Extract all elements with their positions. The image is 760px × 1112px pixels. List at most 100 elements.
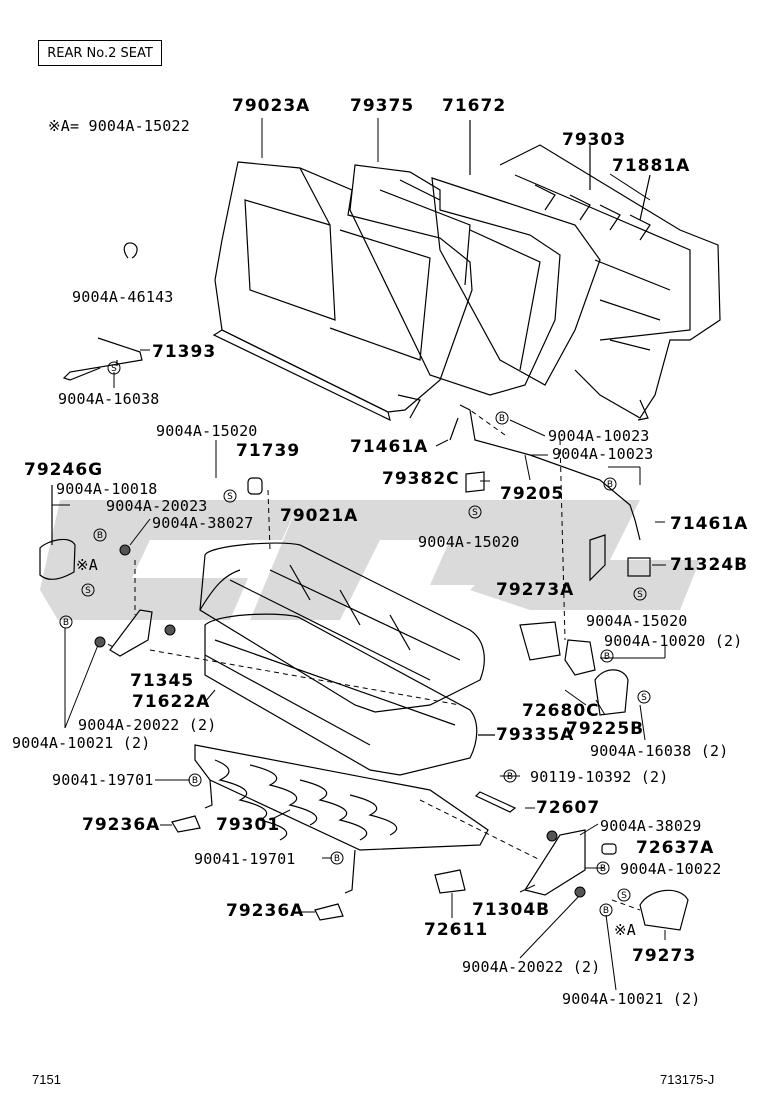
part-label-9004A-10021-a: 9004A-10021 (2)	[12, 734, 151, 752]
diagram-title-box: REAR No.2 SEAT	[38, 40, 162, 66]
cover-79225B	[594, 669, 629, 716]
part-label-9004A-15020-b: 9004A-15020	[418, 533, 520, 551]
bolt-72637A	[601, 843, 617, 855]
part-label-79246G: 79246G	[24, 460, 104, 480]
lock-rod-79205	[449, 404, 641, 541]
svg-text:B: B	[334, 854, 340, 864]
cap-71739	[247, 477, 263, 495]
part-label-71881A: 71881A	[612, 156, 691, 176]
svg-text:B: B	[604, 652, 610, 662]
part-label-71672: 71672	[442, 96, 507, 116]
svg-text:B: B	[499, 414, 505, 424]
part-label-79273A: 79273A	[496, 580, 575, 600]
part-label-9004A-10022: 9004A-10022	[620, 860, 722, 878]
part-label-79335A: 79335A	[496, 725, 575, 745]
part-label-79236A-upper: 79236A	[82, 815, 161, 835]
part-label-79375: 79375	[350, 96, 415, 116]
part-label-71324B: 71324B	[670, 555, 749, 575]
part-label-71304B: 71304B	[472, 900, 551, 920]
bracket-71393	[62, 337, 143, 381]
part-label-79205: 79205	[500, 484, 565, 504]
part-label-79303: 79303	[562, 130, 627, 150]
seatback-pad-79375	[349, 164, 561, 396]
cover-79273A	[519, 621, 561, 661]
svg-text:B: B	[603, 906, 609, 916]
part-label-9004A-10018: 9004A-10018	[56, 480, 158, 498]
part-label-79236A-lower: 79236A	[226, 901, 305, 921]
part-label-71393: 71393	[152, 342, 217, 362]
svg-text:B: B	[63, 618, 69, 628]
bumper-79382C	[465, 471, 485, 493]
part-label-90119-10392: 90119-10392 (2)	[530, 768, 669, 786]
cover-79273	[639, 889, 689, 931]
svg-text:S: S	[621, 891, 627, 901]
part-label-72607: 72607	[536, 798, 601, 818]
foot-79236A-lower	[314, 903, 344, 921]
part-label-79023A: 79023A	[232, 96, 311, 116]
part-label-71461A-upper: 71461A	[350, 437, 429, 457]
leader-lines	[52, 118, 666, 991]
part-label-9004A-10020: 9004A-10020 (2)	[604, 632, 743, 650]
part-label-9004A-20023: 9004A-20023	[106, 497, 208, 515]
svg-text:B: B	[600, 864, 606, 874]
hinge-right-71304B	[524, 829, 586, 896]
part-label-79225B: 79225B	[566, 719, 645, 739]
lock-72680C	[564, 534, 606, 676]
svg-text:B: B	[607, 480, 613, 490]
watermark	[40, 500, 700, 620]
svg-text:S: S	[641, 693, 647, 703]
part-label-9004A-20022-a: 9004A-20022 (2)	[78, 716, 217, 734]
footer-page-number: 7151	[32, 1072, 61, 1087]
part-label-9004A-15020-a: 9004A-15020	[156, 422, 258, 440]
svg-text:B: B	[507, 772, 513, 782]
foot-79236A-upper	[171, 815, 201, 833]
board-71672	[431, 120, 601, 386]
svg-text:B: B	[192, 776, 198, 786]
seat-cushion-cover-79021A	[199, 542, 485, 713]
part-label-71739: 71739	[236, 441, 301, 461]
part-label-71622A: 71622A	[132, 692, 211, 712]
svg-text:S: S	[111, 364, 117, 374]
part-label-9004A-16038: 9004A-16038	[58, 390, 160, 408]
note-a: ※A= 9004A-15022	[48, 117, 190, 135]
bracket-72607	[474, 791, 517, 813]
part-label-79382C: 79382C	[382, 469, 460, 489]
part-label-71461A-lower: 71461A	[670, 514, 749, 534]
part-label-9004A-16038-b: 9004A-16038 (2)	[590, 742, 729, 760]
part-label-90041-19701-b: 90041-19701	[194, 850, 296, 868]
block-71324B	[627, 557, 651, 577]
trim-79246G	[39, 485, 76, 580]
part-label-79273: 79273	[632, 946, 697, 966]
part-label-72637A: 72637A	[636, 838, 715, 858]
marker-a-left: ※A	[76, 556, 98, 574]
part-label-9004A-38027: 9004A-38027	[152, 514, 254, 532]
part-label-9004A-10021-b: 9004A-10021 (2)	[562, 990, 701, 1008]
svg-text:S: S	[472, 508, 478, 518]
clip-icon	[123, 242, 138, 259]
seatback-frame-79303	[499, 144, 721, 421]
footer-drawing-number: 713175-J	[660, 1072, 715, 1087]
seatback-cover-79023A	[212, 161, 473, 422]
svg-text:S: S	[85, 586, 91, 596]
part-label-9004A-46143: 9004A-46143	[72, 288, 174, 306]
hinge-left-71345	[109, 609, 153, 657]
part-label-72680C: 72680C	[522, 701, 600, 721]
part-label-72611: 72611	[424, 920, 489, 940]
part-label-79021A: 79021A	[280, 506, 359, 526]
plate-72611	[434, 869, 466, 894]
part-label-9004A-10023-a: 9004A-10023	[548, 427, 650, 445]
marker-a-right: ※A	[614, 921, 636, 939]
part-label-71345: 71345	[130, 671, 195, 691]
part-label-9004A-38029: 9004A-38029	[600, 817, 702, 835]
svg-text:B: B	[97, 531, 103, 541]
part-label-90041-19701-a: 90041-19701	[52, 771, 154, 789]
svg-text:S: S	[637, 590, 643, 600]
seat-pad-79335A	[204, 613, 495, 776]
part-label-9004A-20022-b: 9004A-20022 (2)	[462, 958, 601, 976]
part-label-9004A-15020-c: 9004A-15020	[586, 612, 688, 630]
svg-text:S: S	[227, 492, 233, 502]
marker-letters: S S B B S S B S B B S B B B B B S	[63, 364, 647, 916]
marker-symbols	[59, 361, 651, 917]
